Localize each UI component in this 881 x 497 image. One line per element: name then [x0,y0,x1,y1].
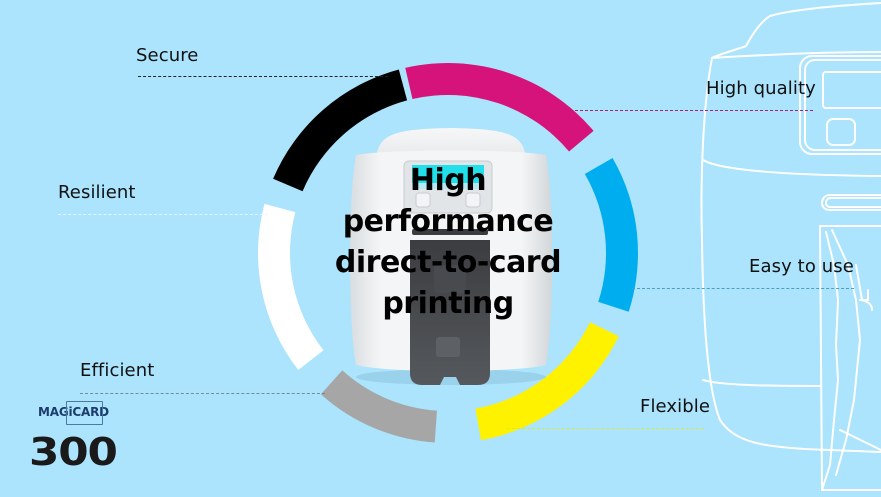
connector-line-easy-to-use [632,288,854,289]
ring-segment-easy-to-use [584,158,638,312]
headline-line-3: direct-to-card [334,245,562,280]
card-printer-image-icon [350,128,552,385]
ring-segment-secure [273,69,408,192]
feature-label-secure: Secure [136,45,199,66]
connector-line-efficient [80,393,325,394]
headline: High performance direct-to-card printing [320,160,576,324]
feature-label-flexible: Flexible [640,396,711,417]
model-number: 300 [29,430,118,474]
connector-line-resilient [58,214,268,215]
ring-segment-resilient [258,203,324,370]
connector-line-high-quality [570,110,813,111]
connector-line-flexible [507,428,704,429]
ring-segment-high-quality [405,63,594,152]
ring-segment-flexible [475,322,619,441]
brand-logo-text: MAGiCARD [38,405,109,419]
brand-logo-box [66,401,103,425]
brand-logo: MAGiCARD [38,401,109,425]
headline-line-4: printing [382,286,514,321]
feature-label-high-quality: High quality [706,78,816,99]
ring-segment-efficient [320,370,437,443]
connector-line-secure [138,76,388,77]
feature-label-efficient: Efficient [80,360,155,381]
feature-label-resilient: Resilient [58,182,136,203]
headline-line-1: High [409,163,487,198]
headline-line-2: performance [342,204,554,239]
feature-label-easy-to-use: Easy to use [749,256,854,277]
